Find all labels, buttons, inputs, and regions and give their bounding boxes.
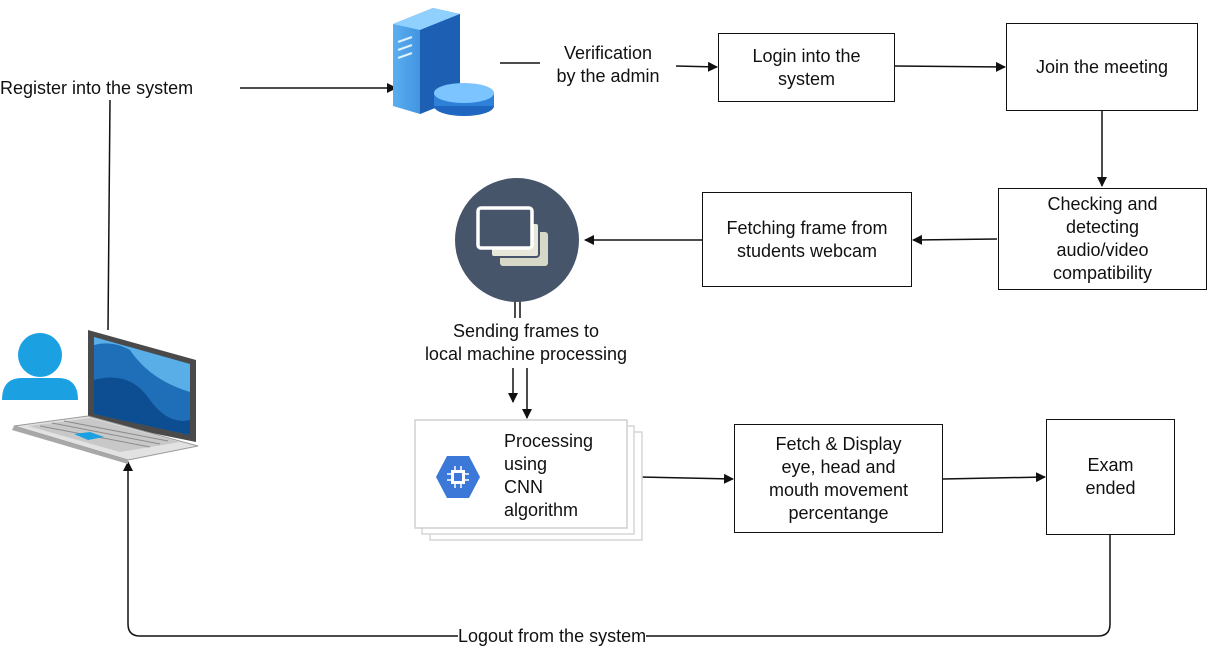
node-fetching-text: Fetching frame from students webcam [726, 217, 888, 261]
label-verification: Verification by the admin [540, 42, 676, 88]
frames-icon [455, 178, 579, 302]
edge-checking-to-fetching [912, 234, 998, 245]
laptop-icon [12, 330, 199, 464]
edge-processing-to-fetchdisplay [639, 473, 734, 484]
label-sending: Sending frames to local machine processi… [396, 320, 656, 366]
chip-icon [436, 455, 480, 498]
node-fetch-display-text: Fetch & Display eye, head and mouth move… [768, 433, 909, 523]
node-join-text: Join the meeting [1035, 56, 1169, 77]
label-logout: Logout from the system [458, 625, 647, 648]
node-fetching: Fetching frame from students webcam [702, 192, 912, 287]
server-icon [393, 8, 494, 116]
node-login-text: Login into the system [752, 45, 861, 89]
label-register: Register into the system [0, 77, 194, 100]
node-checking-text: Checking and detecting audio/video compa… [1047, 194, 1158, 283]
node-login: Login into the system [718, 33, 895, 102]
edge-laptop-to-register [107, 99, 111, 331]
node-exam-text: Exam ended [1085, 455, 1136, 498]
node-exam: Exam ended [1046, 419, 1175, 535]
edge-fetchdisplay-to-exam [942, 472, 1046, 483]
edge-verification-to-login [675, 61, 718, 72]
node-join: Join the meeting [1006, 23, 1198, 111]
user-icon [2, 333, 78, 400]
node-fetch-display: Fetch & Display eye, head and mouth move… [734, 424, 943, 533]
node-checking: Checking and detecting audio/video compa… [998, 188, 1207, 290]
edge-login-to-join [894, 61, 1006, 72]
node-processing-text: Processing using CNN algorithm [504, 431, 594, 520]
